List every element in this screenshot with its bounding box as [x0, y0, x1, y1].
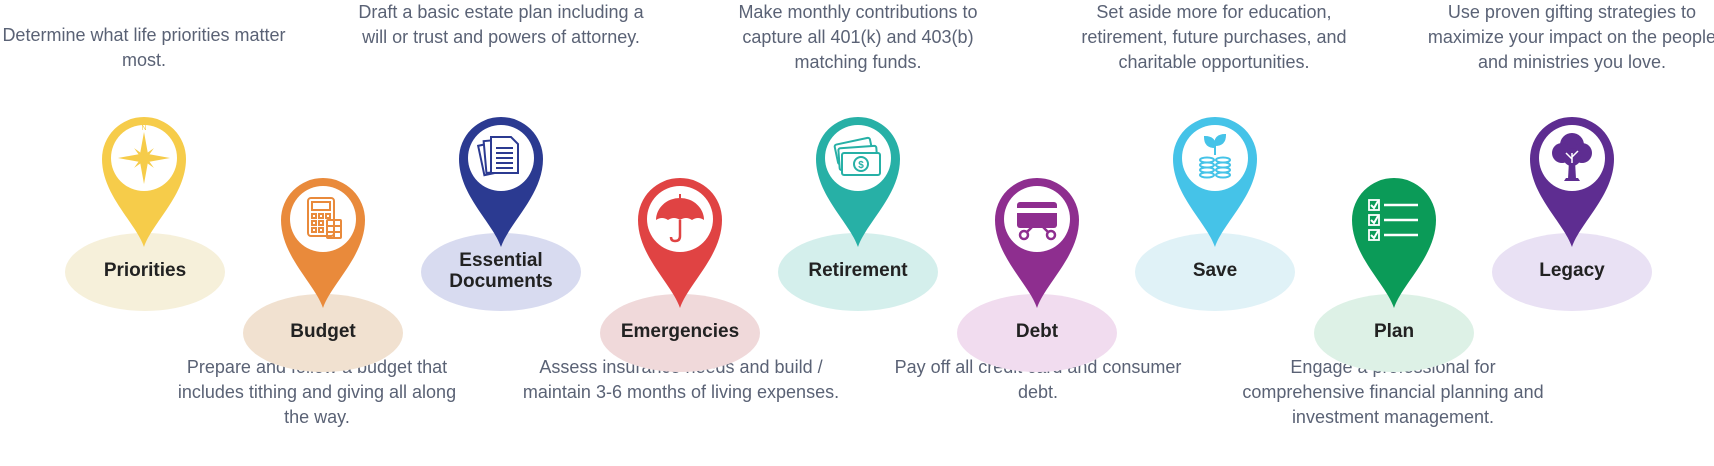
map-pin-documents [455, 113, 547, 249]
step-label-plan: Plan [1373, 321, 1415, 342]
step-description: Use proven gifting strategies to maximiz… [1427, 2, 1714, 72]
map-pin-budget [277, 174, 369, 310]
step-label-legacy: Legacy [1539, 260, 1605, 281]
svg-text:$: $ [858, 160, 864, 171]
map-pin-emergencies [634, 174, 726, 310]
compass-icon: N [118, 125, 170, 184]
step-label-budget: Budget [290, 321, 356, 342]
step-description: Draft a basic estate plan including a wi… [358, 2, 644, 47]
map-pin-plan [1348, 174, 1440, 310]
map-pin-legacy [1526, 113, 1618, 249]
map-pin-priorities: N [98, 113, 190, 249]
money-icon: $ [833, 136, 881, 176]
step-label-priorities: Priorities [103, 260, 187, 281]
step-label-documents: Essential Documents [449, 250, 553, 292]
step-label-retirement: Retirement [808, 260, 908, 281]
step-label-save: Save [1192, 260, 1238, 281]
map-pin-debt [991, 174, 1083, 310]
svg-text:N: N [141, 125, 146, 132]
documents-icon [476, 136, 519, 177]
map-pin-retirement: $ [812, 113, 904, 249]
umbrella-icon [656, 194, 704, 243]
cut-card-icon [1017, 202, 1057, 241]
step-label-debt: Debt [1015, 321, 1059, 342]
map-pin-save [1169, 113, 1261, 249]
step-ellipse-priorities [65, 233, 225, 311]
coins-plant-icon [1199, 133, 1231, 179]
step-label-emergencies: Emergencies [620, 321, 740, 342]
calculator-icon [307, 197, 342, 239]
step-description: Set aside more for education, retirement… [1081, 2, 1347, 72]
step-description: Make monthly contributions to capture al… [738, 2, 978, 72]
checklist-icon [1368, 199, 1418, 241]
step-description: Determine what life priorities matter mo… [2, 25, 286, 70]
